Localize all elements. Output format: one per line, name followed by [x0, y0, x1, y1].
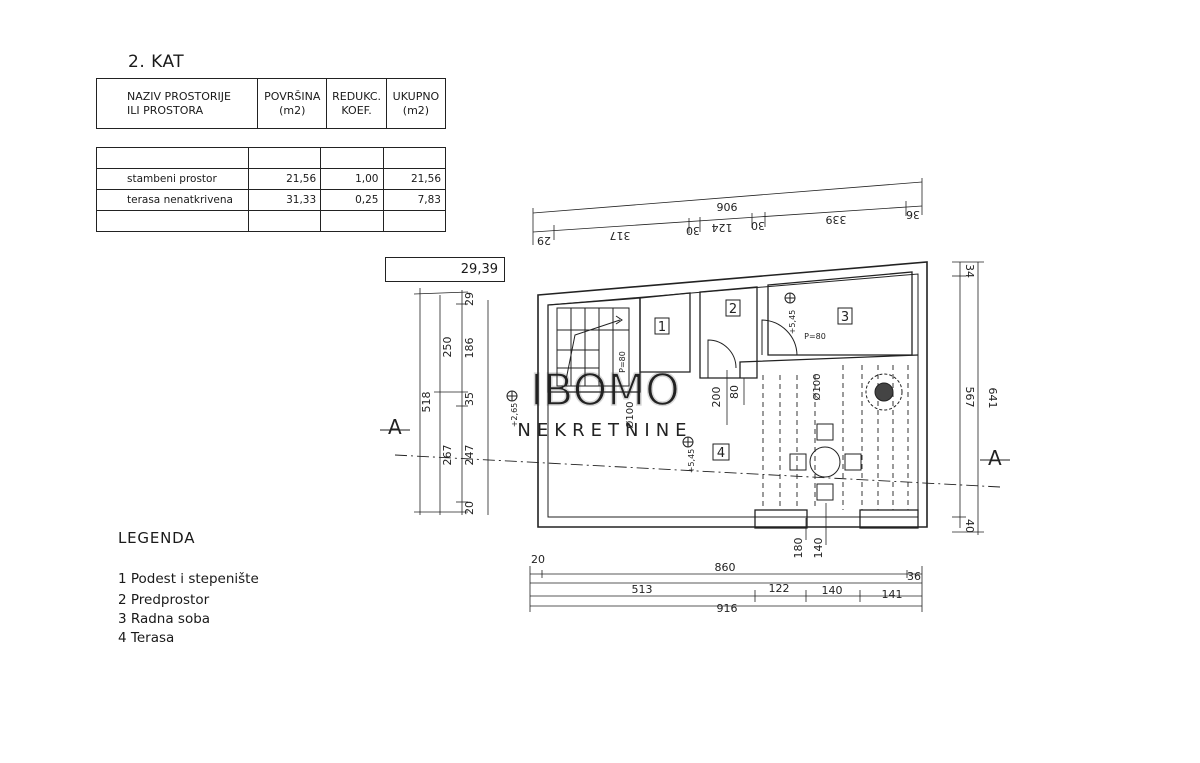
dim-label: 567: [963, 387, 976, 408]
dim-label: 36: [906, 208, 920, 221]
dim-label: 20: [531, 553, 545, 566]
legend-item: 4 Terasa: [118, 630, 175, 646]
level-marker: [682, 436, 694, 448]
dim-label: 36: [907, 570, 921, 583]
dimension-bottom: [529, 503, 923, 612]
room-2-hall: [699, 286, 758, 379]
dim-label: 186: [463, 338, 476, 359]
section-label: A: [988, 446, 1002, 470]
pipe-label: Ø100: [811, 374, 823, 401]
total-area: 29,39: [385, 257, 505, 282]
dim-label: 247: [463, 445, 476, 466]
level-marker: [506, 390, 518, 402]
p-label: P=80: [618, 351, 627, 373]
dim-label: 29: [463, 292, 476, 306]
legend-item: 1 Podest i stepenište: [118, 571, 259, 587]
wall-block: [754, 509, 808, 529]
room-number: 1: [658, 320, 666, 335]
dimension-right: [952, 261, 984, 535]
floor-title: 2. KAT: [128, 52, 185, 72]
legend-item: 2 Predprostor: [118, 592, 210, 608]
room-1-stairs: [547, 297, 641, 393]
dim-label: 906: [717, 200, 738, 213]
dimension-center: [726, 370, 745, 425]
dim-label: 250: [441, 337, 454, 358]
table-row: terasa nenatkrivena 31,33 0,25 7,83: [96, 189, 446, 211]
dim-label: 34: [963, 264, 976, 278]
dim-label: 124: [712, 221, 733, 234]
dim-label: 20: [463, 501, 476, 515]
area-table-body: stambeni prostor 21,56 1,00 21,56 terasa…: [96, 147, 446, 232]
dim-label: 860: [715, 561, 736, 574]
room-number: 2: [729, 302, 737, 317]
table-row: [96, 210, 446, 232]
dim-label: 35: [463, 392, 476, 406]
dim-label: 339: [826, 213, 847, 226]
dim-label: 641: [986, 388, 999, 409]
watermark-bottom: NEKRETNINE: [517, 420, 692, 441]
room-3-office: [761, 271, 913, 356]
dim-label: 916: [717, 602, 738, 615]
dim-label: 317: [610, 229, 631, 242]
dim-label: 140: [822, 584, 843, 597]
watermark-top: IBOMO: [530, 365, 680, 416]
header-area: POVRŠINA(m2): [257, 78, 328, 129]
pipe-label: Ø100: [624, 402, 636, 429]
level-label: +5,45: [788, 310, 797, 335]
dim-label: 122: [769, 582, 790, 595]
legend-item: 3 Radna soba: [118, 611, 211, 627]
p-label: P=80: [804, 332, 826, 341]
dim-label: 140: [812, 538, 825, 559]
terrace-edge: [739, 354, 919, 378]
header-total: UKUPNO(m2): [385, 78, 447, 129]
section-label: A: [388, 415, 402, 439]
dim-label: 80: [728, 385, 741, 399]
dim-label: 513: [632, 583, 653, 596]
wall-block: [859, 509, 919, 529]
dim-label: 141: [882, 588, 903, 601]
dim-label: 29: [537, 234, 551, 247]
plant-icon: [865, 373, 903, 411]
terrace-furniture: [789, 423, 862, 501]
room-number: 3: [841, 310, 849, 325]
legend-title: LEGENDA: [118, 529, 196, 547]
room-number: 4: [717, 446, 725, 461]
level-label: +5,45: [687, 449, 696, 474]
dim-label: 200: [710, 387, 723, 408]
table-row: stambeni prostor 21,56 1,00 21,56: [96, 168, 446, 190]
section-line: [380, 429, 1010, 488]
dim-label: 267: [441, 445, 454, 466]
dimension-left: [413, 288, 469, 515]
terrace-pergola: [762, 365, 909, 510]
dim-label: 180: [792, 538, 805, 559]
table-row: [96, 147, 446, 169]
dim-label: 30: [686, 224, 700, 237]
dim-label: 30: [751, 219, 765, 232]
dimension-top: [532, 178, 923, 245]
dim-label: 40: [963, 519, 976, 533]
room-1-space: [639, 292, 691, 373]
level-label: +2,65: [510, 403, 519, 428]
dim-label: 518: [420, 392, 433, 413]
watermark: IBOMO NEKRETNINE: [517, 364, 692, 441]
